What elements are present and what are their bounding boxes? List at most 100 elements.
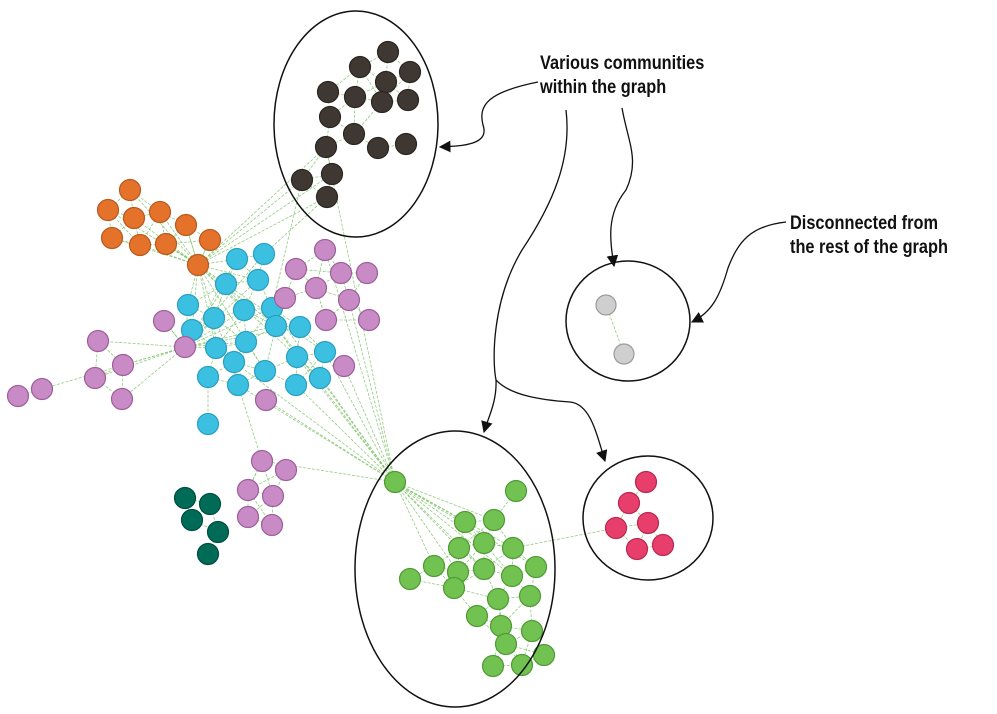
graph-edge (271, 307, 396, 483)
graph-node-violet (6, 384, 30, 408)
graph-node-violet (313, 238, 337, 262)
graph-node-green (442, 576, 466, 600)
graph-node-violet (236, 478, 260, 502)
graph-node-green (472, 531, 496, 555)
graph-node-cyan (222, 350, 246, 374)
community-outline-pink (582, 455, 714, 581)
graph-node-pink (604, 516, 628, 540)
graph-node-darkgreen (198, 492, 222, 516)
graph-node-orange (154, 232, 178, 256)
disconnected-annotation: Disconnected from the rest of the graph (790, 212, 948, 260)
graph-node-green (453, 510, 477, 534)
graph-node-cyan (196, 412, 220, 436)
nodes-layer (6, 40, 675, 678)
graph-node-gray (613, 343, 635, 365)
graph-node-green (422, 554, 446, 578)
graph-node-brown (343, 85, 367, 109)
graph-edge (97, 340, 186, 348)
graph-node-violet (30, 377, 54, 401)
graph-node-brown (342, 122, 366, 146)
graph-node-green (510, 653, 534, 677)
graph-node-darkgreen (180, 508, 204, 532)
graph-node-violet (261, 484, 285, 508)
graph-node-orange (174, 213, 198, 237)
graph-edge (184, 325, 277, 348)
graph-node-green (486, 587, 510, 611)
graph-node-cyan (253, 359, 277, 383)
community-outlines (273, 10, 714, 708)
graph-node-violet (284, 257, 308, 281)
graph-node-violet (357, 308, 381, 332)
graph-edge (121, 346, 186, 400)
disconnected-annotation-line1: Disconnected from (790, 213, 939, 234)
arrow-to-gray-community (606, 107, 634, 268)
community-outline-green (354, 430, 556, 708)
community-outline-brown (273, 10, 439, 238)
graph-node-cyan (288, 315, 312, 339)
graph-edge (129, 189, 199, 266)
disconnected-annotation-line2: the rest of the graph (790, 237, 948, 258)
graph-edge (343, 365, 396, 483)
graph-edge (295, 384, 396, 483)
arrow-to-brown-community (438, 81, 539, 153)
graph-node-cyan (285, 345, 309, 369)
graph-node-cyan (284, 373, 308, 397)
graph-node-pink (634, 470, 658, 494)
graph-node-cyan (226, 373, 250, 397)
graph-edge (184, 309, 245, 348)
graph-node-green (481, 654, 505, 678)
graph-node-brown (366, 136, 390, 160)
graph-node-brown (316, 80, 340, 104)
graph-node-cyan (232, 298, 256, 322)
graph-node-violet (110, 387, 134, 411)
graph-node-green (482, 508, 506, 532)
graph-node-brown (376, 40, 400, 64)
graph-edge (394, 481, 460, 549)
graph-edge (197, 264, 266, 372)
communities-annotation: Various communities within the graph (540, 52, 704, 100)
graph-node-violet (236, 505, 260, 529)
arrow-to-pink-community (495, 379, 608, 463)
graph-edge (394, 481, 513, 577)
graph-node-pink (651, 533, 675, 557)
graph-node-violet (314, 308, 338, 332)
graph-node-brown (315, 185, 339, 209)
communities-annotation-line2: within the graph (540, 77, 667, 98)
graph-node-orange (122, 206, 146, 230)
graph-node-brown (314, 135, 338, 159)
graph-node-green (494, 632, 518, 656)
graph-node-green (500, 564, 524, 588)
graph-node-gray (595, 294, 617, 316)
graph-node-green (504, 479, 528, 503)
graph-node-brown (394, 132, 418, 156)
graph-node-green (383, 470, 407, 494)
graph-node-green (465, 604, 489, 628)
graph-node-violet (332, 354, 356, 378)
arrow-to-green-community (481, 109, 568, 434)
graph-node-cyan (264, 314, 288, 338)
graph-node-cyan (252, 242, 276, 266)
graph-node-violet (173, 335, 197, 359)
graph-edge (233, 361, 396, 483)
graph-edge (394, 481, 466, 523)
graph-node-darkgreen (173, 486, 197, 510)
graph-edge (197, 264, 217, 349)
graph-edge (111, 237, 199, 266)
graph-node-violet (83, 366, 107, 390)
graph-node-violet (254, 388, 278, 412)
graph-node-pink (617, 491, 641, 515)
graph-edge (265, 399, 396, 483)
graph-node-darkgreen (196, 542, 220, 566)
graph-node-orange (198, 228, 222, 252)
graph-node-cyan (313, 340, 337, 364)
graph-node-orange (128, 233, 152, 257)
graph-node-pink (625, 537, 649, 561)
graph-node-pink (636, 511, 660, 535)
graph-node-orange (100, 226, 124, 250)
graph-node-brown (290, 168, 314, 192)
graph-node-cyan (176, 293, 200, 317)
graph-node-orange (118, 178, 142, 202)
graph-node-violet (329, 261, 353, 285)
graph-edge (394, 481, 435, 567)
